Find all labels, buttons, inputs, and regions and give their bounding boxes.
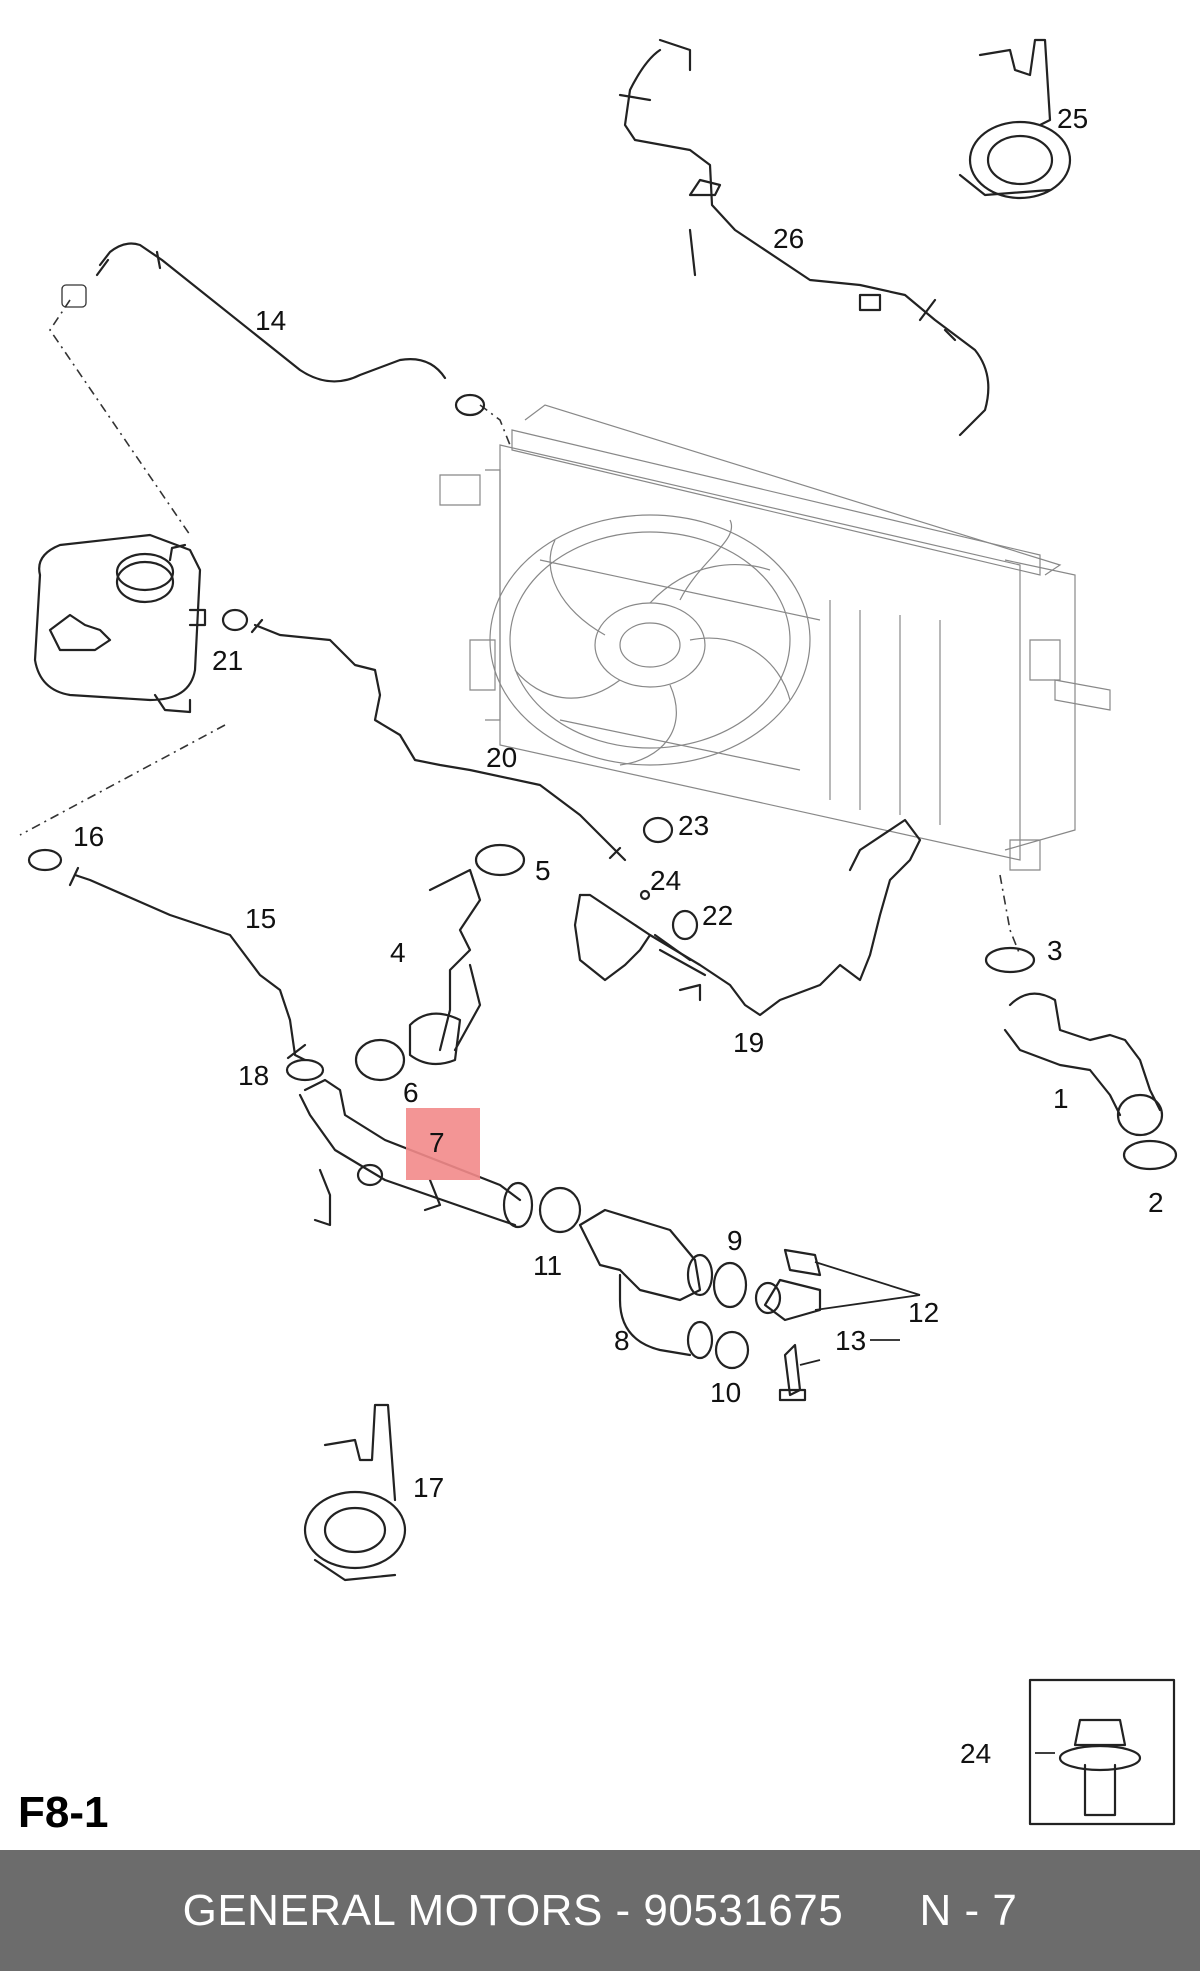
diagram-canvas: 1 2 3 4 5 6 7 8 9 10 11 12 13 14 15 16 1… [18, 38, 1178, 1837]
highlight-part-7 [406, 1108, 480, 1180]
part-23-clamp [642, 816, 674, 844]
callout-24: 24 [650, 865, 681, 896]
part-14-hose [98, 242, 447, 383]
callout-11: 11 [533, 1250, 562, 1281]
footer-brand: GENERAL MOTORS [182, 1885, 603, 1935]
callout-3: 3 [1047, 935, 1063, 966]
part-11-clamp [538, 1186, 582, 1234]
part-7-pipe [298, 1078, 534, 1229]
part-3-clamp [984, 946, 1036, 974]
part-8-tee [578, 1208, 714, 1360]
part-17-clip [303, 1403, 407, 1582]
part-22-clamp [671, 909, 699, 941]
footer-part-number: 90531675 [643, 1885, 844, 1935]
callout-8: 8 [614, 1325, 630, 1356]
callout-10: 10 [710, 1377, 741, 1408]
part-20-hose [253, 623, 627, 862]
callout-15: 15 [245, 903, 276, 934]
radiator-fan-assembly [439, 404, 1111, 871]
parts-diagram: 1 2 3 4 5 6 7 8 9 10 11 12 13 14 15 16 1… [18, 38, 1178, 1837]
part-1-hose [1003, 992, 1164, 1137]
part-15-hose [73, 873, 307, 1062]
assembly-lines [19, 299, 1021, 956]
callout-25: 25 [1057, 103, 1088, 134]
callout-16: 16 [73, 821, 104, 852]
part-19-pipe [573, 818, 922, 1017]
part-2-clamp [1122, 1139, 1178, 1171]
part-12-fitting [754, 1248, 822, 1322]
part-6-clamp [354, 1038, 406, 1082]
footer-bar: GENERAL MOTORS - 90531675 N - 7 [0, 1850, 1200, 1971]
callout-12: 12 [908, 1297, 939, 1328]
part-16-clamp [27, 848, 63, 872]
callout-23: 23 [678, 810, 709, 841]
part-14-clamp [454, 393, 486, 417]
callout-14: 14 [255, 305, 286, 336]
callout-1: 1 [1053, 1083, 1069, 1114]
part-10-clamp [714, 1330, 750, 1370]
callout-24-inset: 24 [960, 1738, 991, 1769]
part-26-hose [623, 48, 990, 437]
expansion-tank [33, 533, 207, 714]
leader-lines [799, 1261, 1055, 1754]
callout-labels: 1 2 3 4 5 6 7 8 9 10 11 12 13 14 15 16 1… [73, 103, 1164, 1769]
part-25-clip [958, 38, 1072, 200]
callout-17: 17 [413, 1472, 444, 1503]
callout-20: 20 [486, 742, 517, 773]
part-18-clamp [285, 1058, 325, 1082]
part-5-clamp [474, 843, 526, 877]
footer-separator: - [602, 1885, 644, 1935]
page-code: F8-1 [18, 1788, 108, 1837]
callout-18: 18 [238, 1060, 269, 1091]
callout-7: 7 [429, 1127, 445, 1158]
inset-box-bolt-24 [1028, 1678, 1176, 1826]
part-21-clamp [221, 608, 249, 632]
callout-26: 26 [773, 223, 804, 254]
callout-22: 22 [702, 900, 733, 931]
callout-5: 5 [535, 855, 551, 886]
callout-4: 4 [390, 937, 406, 968]
callout-9: 9 [727, 1225, 743, 1256]
callout-13: 13 [835, 1325, 866, 1356]
callout-2: 2 [1148, 1187, 1164, 1218]
part-13-bolt [778, 1343, 807, 1402]
part-4-hose [428, 868, 482, 1052]
callout-6: 6 [403, 1077, 419, 1108]
footer-position: N - 7 [919, 1885, 1018, 1935]
part-9-clamp [712, 1261, 748, 1309]
footer-gap [843, 1886, 919, 1936]
callout-19: 19 [733, 1027, 764, 1058]
callout-21: 21 [212, 645, 243, 676]
